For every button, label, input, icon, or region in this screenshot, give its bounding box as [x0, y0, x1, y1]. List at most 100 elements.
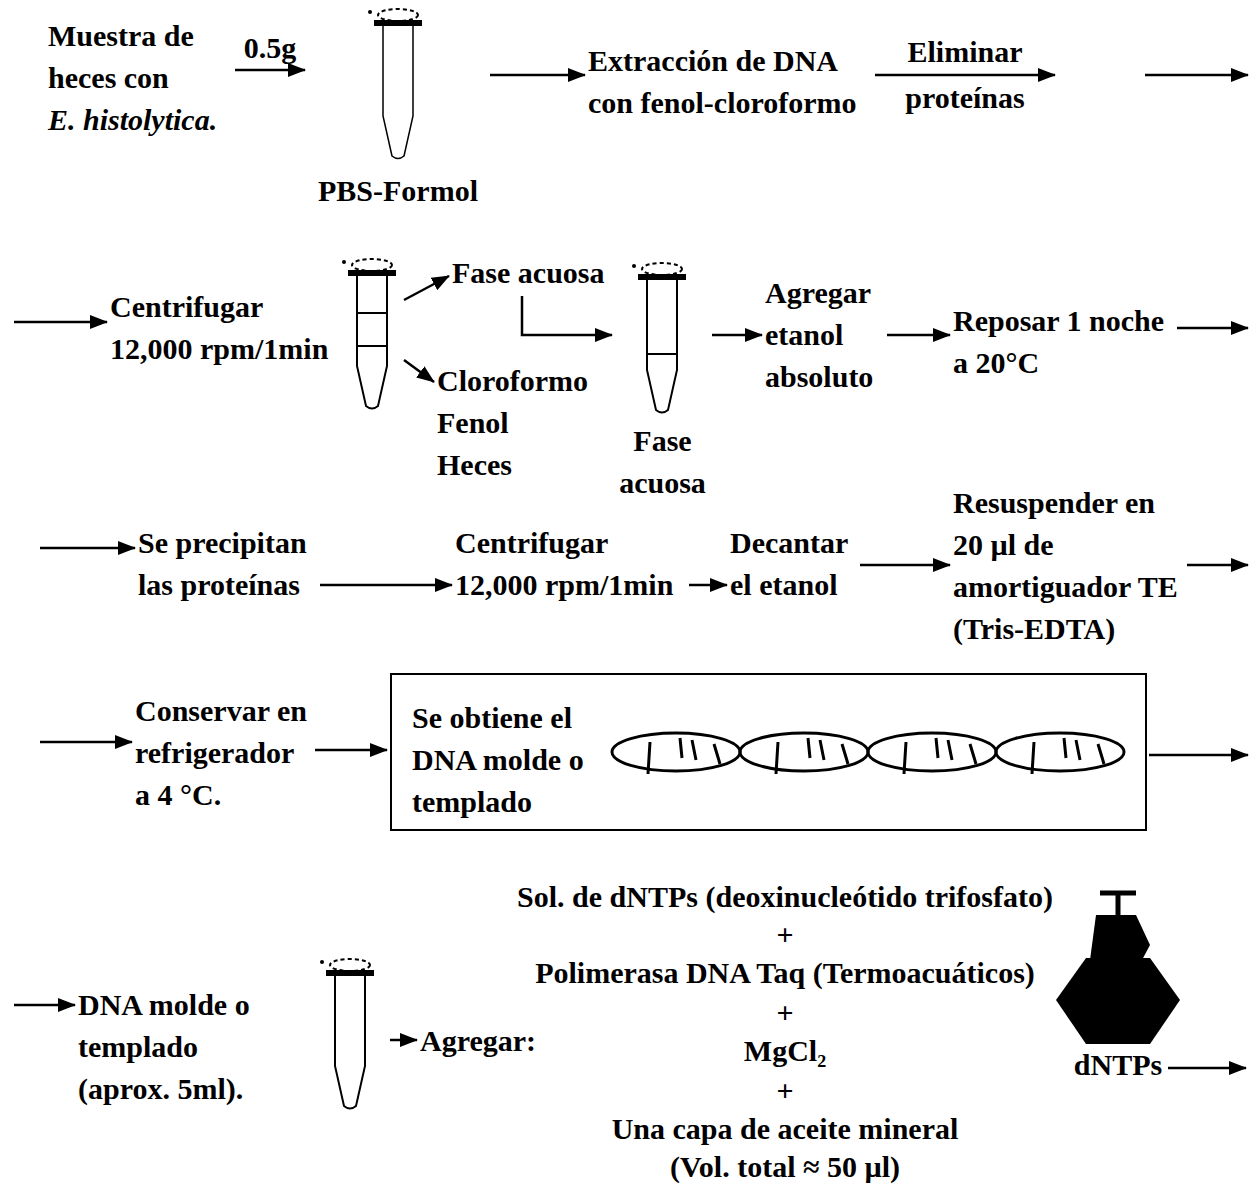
tube-cap — [638, 274, 686, 280]
dna-ticks — [648, 738, 1104, 774]
reagent-text: Una capa de aceite mineral — [612, 1108, 959, 1150]
step-label: Agregar: — [420, 1020, 536, 1062]
tube-body — [357, 276, 387, 409]
tube-lid — [352, 259, 392, 271]
arrow-line — [490, 74, 585, 77]
step-text: Cloroformo Fenol Heces — [437, 360, 588, 486]
tube-icon — [632, 263, 686, 413]
arrow-line — [522, 296, 612, 335]
step-label: Reposar 1 noche a 20°C — [953, 300, 1175, 384]
step-text: Decantar el etanol — [730, 522, 858, 606]
flow-arrow — [390, 1040, 417, 1041]
tube-icon — [368, 9, 422, 159]
step-label: E. histolytica. — [48, 99, 233, 141]
dna-loop — [612, 733, 740, 771]
edge-label: Eliminar proteínas — [895, 29, 1035, 121]
step-label: DNA molde o templado (aprox. 5ml). — [78, 984, 258, 1110]
flow-arrow — [315, 750, 387, 751]
tube-lid — [330, 959, 370, 971]
arrow-line — [235, 69, 305, 72]
dna-loop — [740, 733, 868, 771]
arrow-line — [689, 584, 727, 587]
dropper-handle — [1100, 893, 1136, 916]
step-label: Cloroformo Fenol Heces — [437, 360, 588, 486]
arrow-line — [1149, 754, 1248, 757]
step-text: Agregar etanol absoluto — [765, 272, 885, 398]
plus-sign: + — [776, 914, 793, 956]
flow-arrow — [712, 335, 762, 336]
step-label: Agregar etanol absoluto — [765, 272, 885, 398]
tube-lid — [378, 9, 418, 21]
step-text: Resuspender en 20 µl de amortiguador TE … — [953, 482, 1185, 650]
tube-icon — [320, 959, 374, 1109]
tube-hinge — [368, 10, 372, 14]
step-text: Muestra de heces conE. histolytica. — [48, 15, 233, 141]
tube-lid — [642, 263, 682, 275]
tube-cap — [326, 970, 374, 976]
arrow-line — [1145, 74, 1248, 77]
arrow-line — [40, 547, 135, 550]
step-text: Conservar en refrigerador a 4 °C. — [135, 690, 313, 816]
arrow-line — [404, 360, 434, 382]
flow-arrow — [404, 276, 449, 300]
dropper-body — [1090, 915, 1150, 960]
flow-arrow — [689, 585, 727, 586]
step-label: Muestra de heces con — [48, 15, 233, 99]
step-label: Decantar el etanol — [730, 522, 858, 606]
step-text: Centrifugar 12,000 rpm/1min — [455, 522, 687, 606]
tube-step: PBS-Formol — [308, 5, 488, 212]
tube-step: DNA molde o templado (aprox. 5ml). — [78, 958, 388, 1113]
dna-loop — [868, 733, 996, 771]
tube-body — [335, 976, 365, 1109]
continuation-arrow — [1168, 1067, 1246, 1070]
step-label: Fase acuosa — [452, 252, 605, 294]
edge-label: 0.5g — [244, 27, 297, 69]
tube-cap — [348, 270, 396, 276]
step-text: Fase acuosa — [452, 252, 605, 294]
flow-arrow — [522, 296, 612, 335]
arrow-line — [712, 334, 762, 337]
arrow-line — [887, 334, 950, 337]
dna-loop — [996, 733, 1124, 771]
arrow-line — [14, 1004, 75, 1007]
reagent-text: MgCl₂ — [744, 1030, 826, 1072]
step-text: Se precipitan las proteínas — [138, 522, 318, 606]
plus-sign: + — [776, 1070, 793, 1112]
step-text: Reposar 1 noche a 20°C — [953, 300, 1175, 384]
flow-arrow — [404, 360, 434, 382]
dropper-icon — [1056, 893, 1180, 1044]
flow-arrow — [320, 585, 452, 586]
tube-icon — [342, 259, 396, 409]
arrow-line — [860, 564, 950, 567]
step-text: Extracción de DNA con fenol-cloroformo — [588, 40, 873, 124]
arrow-line — [315, 749, 387, 752]
plus-sign: + — [776, 992, 793, 1034]
liquid-level — [647, 353, 677, 355]
volume-note: (Vol. total ≈ 50 µl) — [670, 1146, 900, 1188]
tube-body — [647, 280, 677, 413]
step-label: PBS-Formol — [318, 170, 478, 212]
tube-hinge — [320, 960, 324, 964]
step-label: Extracción de DNA con fenol-cloroformo — [588, 40, 873, 124]
arrow-line — [404, 276, 449, 300]
step-label: Conservar en refrigerador a 4 °C. — [135, 690, 313, 816]
step-label: Fase acuosa — [615, 420, 710, 504]
arrow-line — [1187, 564, 1248, 567]
step-text: Agregar: — [420, 1020, 536, 1062]
flow-arrow — [887, 335, 950, 336]
flow-arrow — [490, 75, 585, 76]
arrow-line — [320, 584, 452, 587]
dropper-bulb — [1056, 958, 1180, 1044]
arrow-line — [1177, 327, 1248, 330]
arrow-line — [390, 1039, 417, 1042]
arrow-line — [14, 321, 107, 324]
tube-hinge — [342, 260, 346, 264]
dna-illustration — [612, 733, 1124, 774]
step-label: Se precipitan las proteínas — [138, 522, 318, 606]
phase-lines — [357, 313, 387, 346]
step-label: Resuspender en 20 µl de amortiguador TE … — [953, 482, 1185, 650]
flow-arrow — [860, 565, 950, 566]
step-label: Centrifugar 12,000 rpm/1min — [455, 522, 687, 606]
tube-step: Centrifugar 12,000 rpm/1min — [110, 258, 402, 413]
